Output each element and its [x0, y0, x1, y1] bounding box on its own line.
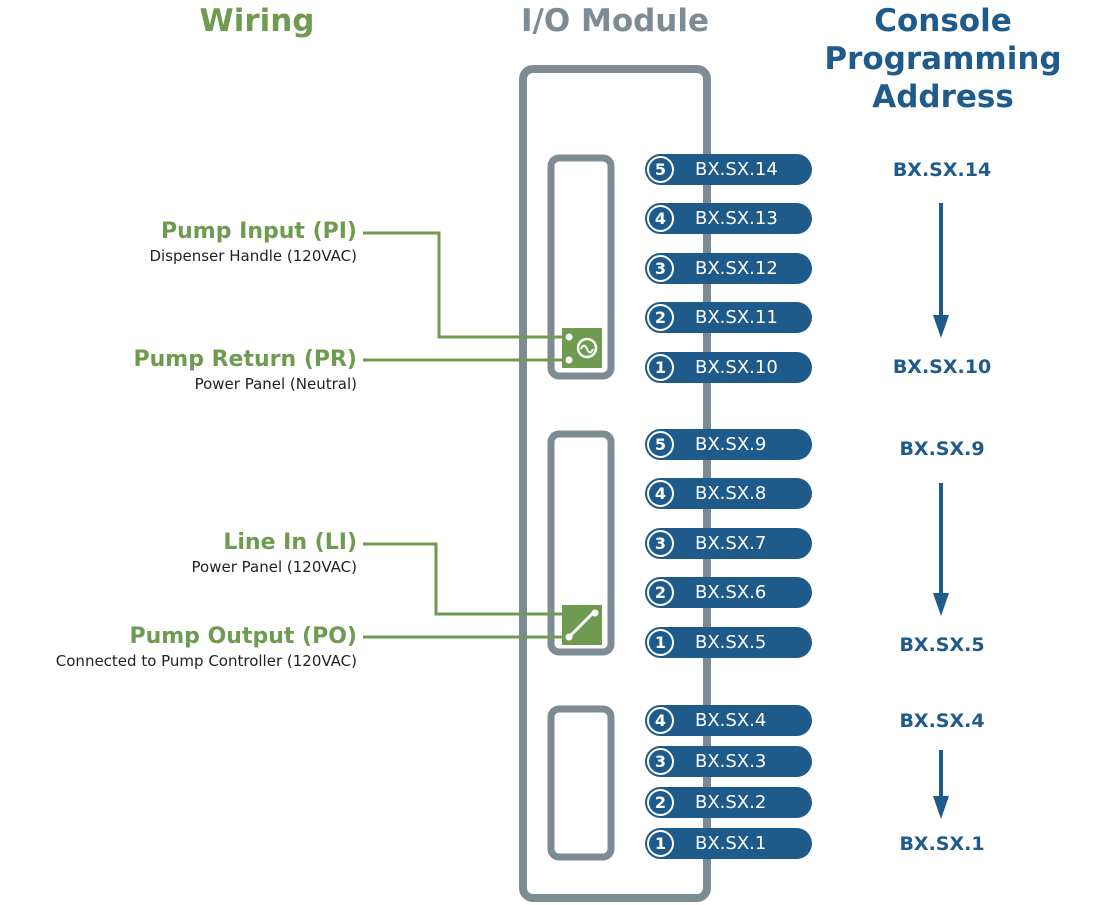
console-address-end: BX.SX.10: [892, 356, 992, 378]
terminal-pill: 4 BX.SX.13: [645, 203, 812, 234]
pump-output-destination: Connected to Pump Controller (120VAC): [55, 652, 357, 670]
console-address-start: BX.SX.4: [899, 710, 985, 732]
terminal-pill: 1 BX.SX.10: [645, 352, 812, 383]
ac-input-icon: [562, 328, 602, 368]
arrow-down-icon: [933, 203, 949, 338]
terminal-pill: 3 BX.SX.12: [645, 253, 812, 284]
terminal-pill: 2 BX.SX.11: [645, 302, 812, 333]
terminal-address: BX.SX.3: [695, 751, 767, 772]
line-in-label: Line In (LI): [223, 530, 357, 555]
terminal-block-2: [547, 430, 615, 656]
terminal-block-3: [547, 705, 615, 861]
terminal-number: 4: [647, 707, 674, 734]
console-address-end: BX.SX.5: [899, 634, 985, 656]
terminal-number: 1: [647, 354, 674, 381]
pump-input-source: Dispenser Handle (120VAC): [149, 247, 357, 265]
terminal-number: 3: [647, 748, 674, 775]
terminal-address: BX.SX.8: [695, 483, 767, 504]
terminal-number: 4: [647, 480, 674, 507]
terminal-address: BX.SX.5: [695, 632, 767, 653]
terminal-number: 3: [647, 530, 674, 557]
line-in-wire: [363, 542, 562, 616]
arrow-down-icon: [933, 750, 949, 819]
terminal-number: 2: [647, 579, 674, 606]
arrow-down-icon: [933, 483, 949, 616]
wiring-header: Wiring: [199, 3, 315, 39]
terminal-address: BX.SX.10: [695, 357, 778, 378]
terminal-pill: 5 BX.SX.14: [645, 154, 812, 185]
pump-input-wire: [363, 231, 562, 339]
terminal-number: 4: [647, 205, 674, 232]
terminal-pill: 4 BX.SX.4: [645, 705, 812, 736]
terminal-pill: 4 BX.SX.8: [645, 478, 812, 509]
terminal-address: BX.SX.14: [695, 159, 778, 180]
terminal-number: 1: [647, 830, 674, 857]
terminal-pill: 2 BX.SX.2: [645, 787, 812, 818]
pump-return-source: Power Panel (Neutral): [194, 375, 357, 393]
line-in-source: Power Panel (120VAC): [191, 558, 357, 576]
terminal-block-1: [547, 154, 615, 380]
io-module-header: I/O Module: [520, 3, 710, 39]
console-address-start: BX.SX.14: [892, 159, 992, 181]
terminal-number: 3: [647, 255, 674, 282]
terminal-address: BX.SX.11: [695, 307, 778, 328]
console-address-header: Console Programming Address: [824, 3, 1062, 115]
terminal-number: 1: [647, 629, 674, 656]
relay-switch-icon: [562, 605, 602, 645]
terminal-address: BX.SX.9: [695, 434, 767, 455]
console-address-start: BX.SX.9: [899, 438, 985, 460]
terminal-pill: 1 BX.SX.1: [645, 828, 812, 859]
pump-output-label: Pump Output (PO): [129, 624, 357, 649]
terminal-number: 5: [647, 431, 674, 458]
terminal-pill: 5 BX.SX.9: [645, 429, 812, 460]
terminal-address: BX.SX.2: [695, 792, 767, 813]
terminal-address: BX.SX.6: [695, 582, 767, 603]
terminal-number: 5: [647, 156, 674, 183]
console-address-end: BX.SX.1: [899, 833, 985, 855]
terminal-pill: 2 BX.SX.6: [645, 577, 812, 608]
terminal-pill: 3 BX.SX.7: [645, 528, 812, 559]
terminal-address: BX.SX.4: [695, 710, 767, 731]
terminal-pill: 3 BX.SX.3: [645, 746, 812, 777]
terminal-number: 2: [647, 304, 674, 331]
pump-input-label: Pump Input (PI): [161, 219, 357, 244]
terminal-address: BX.SX.13: [695, 208, 778, 229]
terminal-number: 2: [647, 789, 674, 816]
terminal-pill: 1 BX.SX.5: [645, 627, 812, 658]
terminal-address: BX.SX.1: [695, 833, 767, 854]
pump-return-label: Pump Return (PR): [133, 347, 357, 372]
terminal-address: BX.SX.12: [695, 258, 778, 279]
terminal-address: BX.SX.7: [695, 533, 767, 554]
